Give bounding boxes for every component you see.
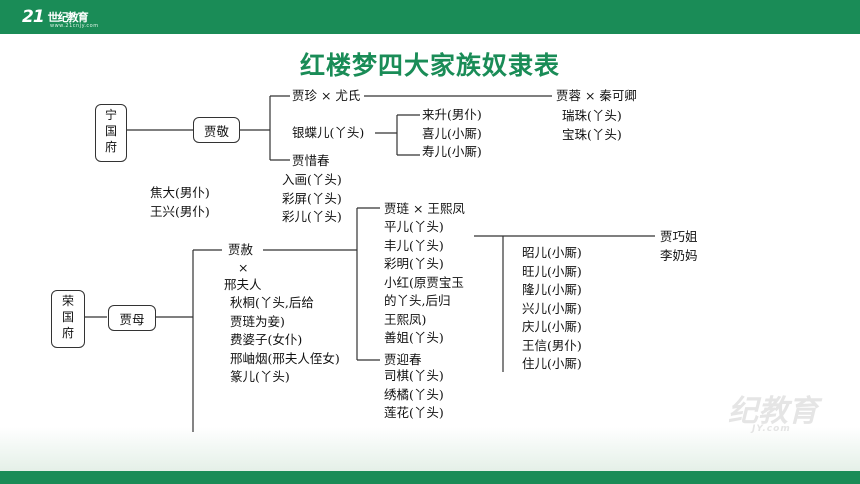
ningguo-root-char-2: 国 — [104, 124, 117, 138]
list-item: 平儿(丫头) — [384, 219, 444, 234]
list-item: 王熙凤) — [384, 311, 427, 327]
list-item: 的丫头,后归 — [384, 293, 451, 308]
list-item: 善姐(丫头) — [384, 330, 444, 345]
list-item: 昭儿(小厮) — [522, 245, 582, 260]
list-item: 小红(原贾宝玉 — [384, 274, 464, 290]
ningguo-other-servants: 焦大(男仆) 王兴(男仆) — [150, 184, 210, 221]
rongguo-root-char-1: 荣 — [61, 294, 74, 308]
jia-yingchun: 贾迎春 — [384, 352, 422, 367]
ningguo-root-box: 宁 国 府 — [95, 104, 127, 162]
list-item: 篆儿(丫头) — [230, 369, 290, 384]
list-item: 王信(男仆) — [522, 337, 582, 353]
ningguo-root-char-3: 府 — [104, 140, 117, 154]
footer-bar — [0, 471, 860, 484]
list-item: 司棋(丫头) — [384, 368, 444, 383]
logo: 21 世纪教育 www.21cnjy.com — [22, 6, 98, 29]
list-item: 彩儿(丫头) — [282, 209, 342, 224]
list-item: 兴儿(小厮) — [522, 300, 582, 316]
list-item: 来升(男仆) — [422, 107, 482, 122]
list-item: 庆儿(小厮) — [522, 319, 582, 334]
list-item: 入画(丫头) — [282, 172, 342, 187]
header-bar: 21 世纪教育 www.21cnjy.com — [0, 0, 860, 34]
logo-mark: 21 — [22, 7, 45, 27]
list-item: 费婆子(女仆) — [230, 332, 303, 347]
bottom-decoration — [0, 427, 860, 471]
watermark-sub: JY.com — [752, 424, 791, 434]
jia-mu-box: 贾母 — [108, 305, 156, 331]
rongguo-root-char-3: 府 — [61, 326, 74, 340]
marriage-mark: × — [238, 260, 249, 275]
list-item: 旺儿(小厮) — [522, 263, 582, 279]
lian-boys-list: 昭儿(小厮) 旺儿(小厮) 隆儿(小厮) 兴儿(小厮) 庆儿(小厮) 王信(男仆… — [522, 244, 582, 374]
logo-brand: 世纪教育 — [47, 11, 89, 24]
she-servants-list: 秋桐(丫头,后给 贾琏为妾) 费婆子(女仆) 邢岫烟(邢夫人侄女) 篆儿(丫头) — [230, 294, 340, 387]
logo-sub: www.21cnjy.com — [50, 23, 99, 29]
rongguo-root-box: 荣 国 府 — [51, 290, 85, 348]
jia-jing-box: 贾敬 — [193, 117, 240, 143]
list-item: 住儿(小厮) — [522, 356, 582, 371]
ningguo-root-char-1: 宁 — [104, 108, 117, 122]
xichun-servants-list: 入画(丫头) 彩屏(丫头) 彩儿(丫头) — [282, 171, 342, 227]
lian-servants-list: 平儿(丫头) 丰儿(丫头) 彩明(丫头) 小红(原贾宝玉 的丫头,后归 王熙凤)… — [384, 218, 464, 348]
list-item: 丰儿(丫头) — [384, 237, 444, 253]
list-item: 彩明(丫头) — [384, 256, 444, 271]
list-item: 李奶妈 — [660, 247, 698, 263]
qiaojie-list: 贾巧姐 李奶妈 — [660, 228, 698, 265]
list-item: 瑞珠(丫头) — [562, 108, 622, 123]
list-item: 宝珠(丫头) — [562, 126, 622, 142]
page-title: 红楼梦四大家族奴隶表 — [299, 51, 560, 80]
yindie-servant: 银蝶儿(丫头) — [292, 125, 365, 140]
list-item: 秋桐(丫头,后给 — [230, 295, 314, 310]
list-item: 王兴(男仆) — [150, 203, 210, 219]
list-item: 喜儿(小厮) — [422, 125, 482, 141]
rongguo-root-char-2: 国 — [61, 310, 74, 324]
list-item: 寿儿(小厮) — [422, 144, 482, 159]
xing-furen: 邢夫人 — [224, 277, 262, 292]
list-item: 贾巧姐 — [660, 229, 698, 244]
list-item: 贾琏为妾) — [230, 313, 285, 329]
list-item: 邢岫烟(邢夫人侄女) — [230, 350, 340, 366]
jia-zhen-couple: 贾珍 × 尤氏 — [292, 88, 361, 103]
watermark: 纪教育 JY.com — [728, 386, 818, 434]
yingchun-servants-list: 司棋(丫头) 绣橘(丫头) 莲花(丫头) — [384, 367, 444, 423]
list-item: 绣橘(丫头) — [384, 386, 444, 402]
list-item: 彩屏(丫头) — [282, 190, 342, 206]
list-item: 莲花(丫头) — [384, 405, 444, 420]
jia-lian-couple: 贾琏 × 王熙凤 — [384, 201, 465, 216]
zhen-servants-list: 来升(男仆) 喜儿(小厮) 寿儿(小厮) — [422, 106, 482, 162]
list-item: 隆儿(小厮) — [522, 282, 582, 297]
jia-rong-couple: 贾蓉 × 秦可卿 — [556, 88, 637, 103]
rong-servants-list: 瑞珠(丫头) 宝珠(丫头) — [562, 107, 622, 144]
list-item: 焦大(男仆) — [150, 185, 210, 200]
jia-she: 贾赦 — [228, 242, 254, 257]
watermark-main: 纪教育 — [728, 394, 818, 429]
jia-xichun: 贾惜春 — [292, 153, 330, 168]
